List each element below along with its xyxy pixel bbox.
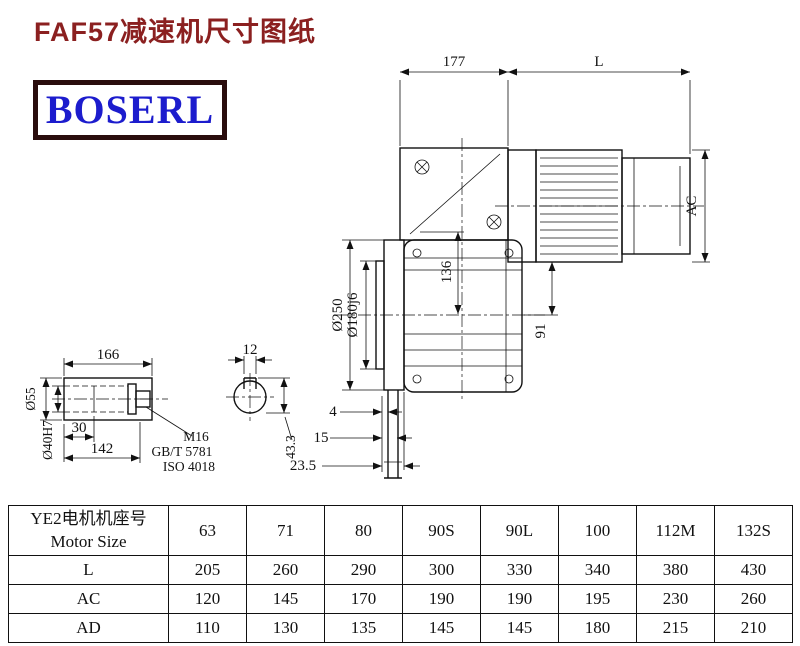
label-gb-standard: GB/T 5781 bbox=[152, 444, 213, 459]
table-cell: 215 bbox=[636, 613, 715, 643]
table-cell: 230 bbox=[636, 584, 715, 614]
centerlines bbox=[336, 138, 704, 400]
gearbox-housing bbox=[375, 147, 523, 479]
technical-drawing: 177 L bbox=[23, 54, 710, 479]
dim-bottom-offsets-group: 4 15 23.5 bbox=[290, 404, 420, 474]
dim-dia180: Ø180j6 bbox=[345, 292, 361, 338]
table-row: AC 120 145 170 190 190 195 230 260 bbox=[8, 584, 793, 614]
dim-AC: AC bbox=[684, 196, 700, 217]
table-cell: 205 bbox=[168, 555, 247, 585]
logo-text: BOSERL bbox=[45, 87, 215, 132]
dim-15: 15 bbox=[314, 430, 329, 446]
dim-142: 142 bbox=[91, 441, 114, 457]
table-cell: 380 bbox=[636, 555, 715, 585]
row-label: AD bbox=[8, 613, 169, 643]
row-label: AC bbox=[8, 584, 169, 614]
table-cell: 290 bbox=[324, 555, 403, 585]
table-cell: 340 bbox=[558, 555, 637, 585]
column-header: 71 bbox=[246, 505, 325, 556]
dim-30: 30 bbox=[72, 420, 87, 436]
table-cell: 120 bbox=[168, 584, 247, 614]
header-en: Motor Size bbox=[50, 531, 127, 551]
table-cell: 180 bbox=[558, 613, 637, 643]
column-header: 90L bbox=[480, 505, 559, 556]
dim-91: 91 bbox=[533, 324, 549, 339]
table-cell: 145 bbox=[246, 584, 325, 614]
boserl-logo: BOSERL bbox=[33, 80, 227, 140]
motor-size-table: YE2电机机座号 Motor Size 63 71 80 90S 90L 100… bbox=[8, 505, 793, 643]
row-label: L bbox=[8, 555, 169, 585]
dim-136-group: 136 bbox=[420, 231, 464, 314]
dim-dia250-group: Ø250 bbox=[330, 239, 384, 391]
column-header: 132S bbox=[714, 505, 793, 556]
table-cell: 190 bbox=[402, 584, 481, 614]
column-header: 63 bbox=[168, 505, 247, 556]
table-cell: 145 bbox=[480, 613, 559, 643]
table-row: AD 110 130 135 145 145 180 215 210 bbox=[8, 613, 793, 643]
column-header: 80 bbox=[324, 505, 403, 556]
table-cell: 110 bbox=[168, 613, 247, 643]
table-cell: 135 bbox=[324, 613, 403, 643]
label-iso-standard: ISO 4018 bbox=[163, 459, 215, 474]
dim-dia250: Ø250 bbox=[330, 298, 346, 331]
table-cell: 130 bbox=[246, 613, 325, 643]
dim-177: 177 bbox=[443, 54, 466, 70]
dim-12: 12 bbox=[243, 342, 258, 358]
dim-4: 4 bbox=[329, 404, 337, 420]
dim-dia180-group: Ø180j6 bbox=[345, 260, 376, 370]
dim-AC-group: AC bbox=[684, 149, 710, 263]
label-m16: M16 bbox=[183, 429, 209, 444]
page-title: FAF57减速机尺寸图纸 bbox=[34, 17, 317, 47]
column-header: 112M bbox=[636, 505, 715, 556]
column-header: 90S bbox=[402, 505, 481, 556]
dim-L: L bbox=[594, 54, 603, 70]
table-cell: 330 bbox=[480, 555, 559, 585]
table-row: L 205 260 290 300 330 340 380 430 bbox=[8, 555, 793, 585]
header-cn: YE2电机机座号 bbox=[30, 508, 147, 528]
table-cell: 170 bbox=[324, 584, 403, 614]
table-cell: 190 bbox=[480, 584, 559, 614]
dim-177-L-group: 177 L bbox=[399, 54, 691, 154]
shaft-detail: M16 GB/T 5781 ISO 4018 166 Ø55 Ø40H7 30 … bbox=[23, 347, 215, 474]
table-cell: 210 bbox=[714, 613, 793, 643]
table-cell: 195 bbox=[558, 584, 637, 614]
motor-size-header: YE2电机机座号 Motor Size bbox=[8, 505, 169, 556]
table-cell: 430 bbox=[714, 555, 793, 585]
dim-136: 136 bbox=[439, 260, 455, 283]
dim-23-5: 23.5 bbox=[290, 458, 316, 474]
dim-43-3: 43.3 bbox=[283, 435, 298, 459]
table-cell: 145 bbox=[402, 613, 481, 643]
table-cell: 260 bbox=[714, 584, 793, 614]
column-header: 100 bbox=[558, 505, 637, 556]
dim-dia40: Ø40H7 bbox=[40, 420, 55, 460]
table-header-row: YE2电机机座号 Motor Size 63 71 80 90S 90L 100… bbox=[8, 505, 793, 556]
dim-166: 166 bbox=[97, 347, 120, 363]
shaft-end-view: 12 43.3 bbox=[226, 342, 298, 459]
dim-dia55: Ø55 bbox=[23, 387, 38, 410]
dim-91-group: 91 bbox=[524, 261, 558, 339]
table-cell: 260 bbox=[246, 555, 325, 585]
table-cell: 300 bbox=[402, 555, 481, 585]
